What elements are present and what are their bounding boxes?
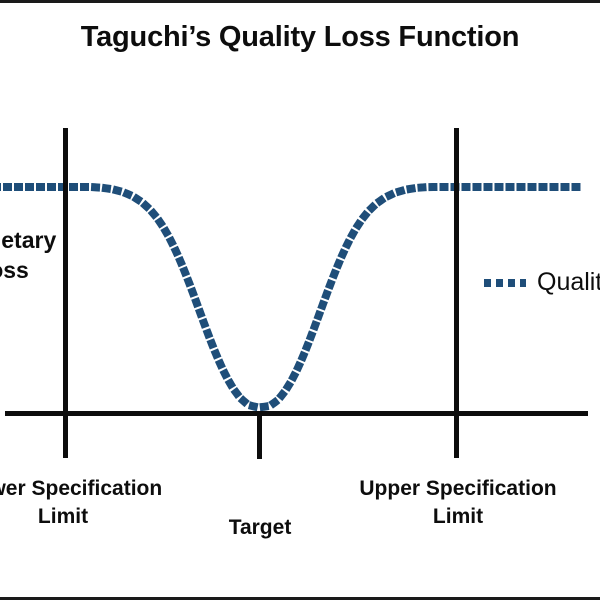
legend-dotted-line-icon	[484, 278, 526, 287]
y-axis-label: Monetary Loss	[0, 227, 57, 284]
page-title: Taguchi’s Quality Loss Function	[80, 21, 520, 53]
legend-label-quality-loss: Quality Loss	[537, 268, 600, 296]
chart-legend: Quality Loss	[482, 270, 600, 295]
quality-loss-curve	[0, 183, 584, 412]
upper-specification-limit-line	[454, 128, 459, 458]
x-label-target: Target	[228, 516, 292, 539]
lower-specification-limit-line	[63, 128, 68, 458]
x-axis-line	[5, 411, 588, 416]
target-tick-line	[257, 413, 262, 459]
x-label-lower-specification-limit: Lower Specification Limit	[0, 477, 163, 528]
x-label-upper-specification-limit: Upper Specification Limit	[359, 477, 557, 528]
quality-loss-path	[0, 183, 584, 412]
chart-plot-area: Monetary Loss Lower Specification Limit …	[0, 3, 600, 597]
